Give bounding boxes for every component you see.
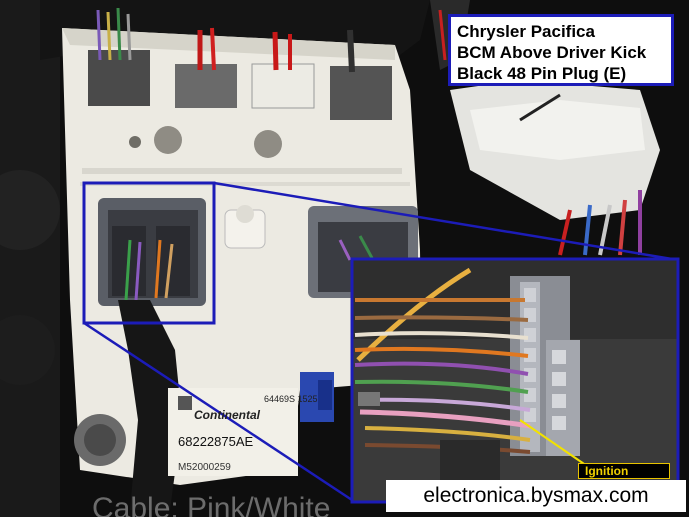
- module-part-number: 68222875AE: [178, 434, 254, 449]
- top-connector-d: [330, 29, 392, 120]
- callout-title-box: Chrysler Pacifica BCM Above Driver Kick …: [448, 14, 674, 86]
- top-connector-c: [251, 31, 315, 109]
- callout-line-vehicle: Chrysler Pacifica: [457, 22, 595, 41]
- callout-line-plug: Black 48 Pin Plug (E): [457, 64, 627, 83]
- watermark-url: electronica.bysmax.com: [386, 480, 686, 512]
- leader-line-bottom: [83, 321, 353, 502]
- top-connector-b: [175, 27, 237, 108]
- highlight-frame: [82, 181, 216, 325]
- module-code-label: 64469S 1525: [264, 394, 318, 404]
- bottom-cut-text: Cable: Pink/White: [92, 492, 331, 517]
- callout-line-location: BCM Above Driver Kick: [457, 43, 647, 62]
- ignition-label: Ignition: [578, 463, 670, 479]
- module-serial: M52000259: [178, 462, 231, 473]
- black-48-pin-plug: [98, 198, 206, 306]
- module-brand-label: Continental: [194, 408, 260, 422]
- zoom-inset: [350, 257, 680, 504]
- leader-line-top: [213, 181, 679, 262]
- right-wire-bundle: [558, 190, 642, 256]
- top-connector-a: [88, 7, 150, 106]
- wire-loom: [118, 300, 182, 510]
